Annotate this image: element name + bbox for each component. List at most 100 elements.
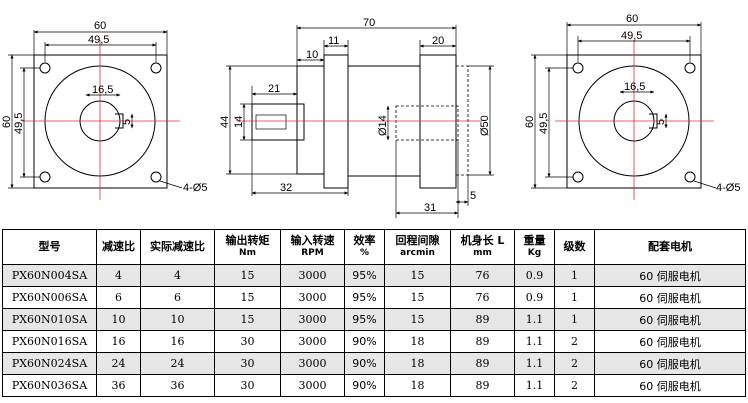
column-header: 效率% [344, 229, 385, 265]
front-view-left: 60 49,5 60 49,5 16,5 5 4-Ø5 [1, 20, 207, 200]
flange-outline [33, 54, 168, 189]
column-header-label: 减速比 [102, 240, 135, 253]
column-header-label: 实际减速比 [150, 240, 205, 253]
technical-drawing: 60 49,5 60 49,5 16,5 5 4-Ø5 [1, 13, 740, 218]
table-cell: 60 伺服电机 [594, 264, 746, 287]
column-header-unit: Nm [239, 248, 256, 258]
column-header-label: 效率 [353, 234, 376, 247]
table-cell: 90% [344, 374, 385, 397]
table-cell: 2 [554, 330, 595, 353]
table-cell: 0.9 [514, 286, 555, 309]
table-cell: 60 伺服电机 [594, 286, 746, 309]
column-header: 配套电机 [594, 229, 746, 265]
dim-total-length: 70 [363, 17, 375, 29]
table-cell: 16 [96, 330, 141, 353]
dim-bore: 16,5 [92, 84, 113, 96]
column-header-label: 回程间隙 [395, 234, 440, 247]
column-header-unit: mm [473, 248, 492, 258]
mount-hole [572, 62, 584, 74]
holes-label: 4-Ø5 [716, 182, 740, 194]
table-cell: 0.9 [514, 264, 555, 287]
table-cell: 18 [384, 352, 451, 375]
mount-hole [572, 171, 584, 183]
dim-pilot: 44 [219, 116, 231, 128]
table-cell: 95% [344, 264, 385, 287]
mount-hole [150, 62, 162, 74]
table-cell: 3000 [280, 264, 345, 287]
dim-body-dia: Ø50 [479, 115, 491, 136]
table-cell: 15 [384, 308, 451, 331]
table-cell: 2 [554, 374, 595, 397]
column-header-unit: RPM [301, 248, 324, 258]
table-cell: 24 [140, 352, 215, 375]
column-header-label: 机身长 L [460, 234, 505, 247]
table-cell: 89 [450, 374, 515, 397]
dim-width-bolt: 49,5 [88, 34, 109, 46]
table-cell: 60 伺服电机 [594, 374, 746, 397]
table-cell: 2 [554, 352, 595, 375]
column-header-unit: Kg [527, 248, 542, 258]
table-cell: 1 [554, 308, 595, 331]
column-header-unit: arcmin [400, 248, 435, 258]
column-header: 型号 [2, 229, 97, 265]
column-header-label: 配套电机 [648, 240, 692, 253]
table-cell: 24 [96, 352, 141, 375]
column-header-label: 输出转矩 [225, 234, 270, 247]
mount-hole [684, 171, 696, 183]
table-cell: 15 [384, 264, 451, 287]
dim-motor-len: 31 [424, 202, 436, 214]
column-header: 级数 [554, 229, 595, 265]
front-view-right: 60 49,5 60 49,5 16,5 5 4-Ø5 [524, 13, 740, 200]
table-cell: 76 [450, 286, 515, 309]
mount-hole [150, 171, 162, 183]
output-shaft [251, 103, 305, 141]
column-header-label: 重量 [523, 234, 546, 247]
table-cell: 95% [344, 286, 385, 309]
dim-overall-shaft: 32 [280, 182, 292, 194]
table-cell: 30 [214, 352, 281, 375]
motor-spigot-hidden [455, 65, 469, 176]
table-cell: 1.1 [514, 352, 555, 375]
table-cell: PX60N024SA [2, 352, 97, 375]
table-cell: 3000 [280, 374, 345, 397]
table-cell: 15 [214, 286, 281, 309]
table-cell: 1 [554, 286, 595, 309]
table-cell: 60 伺服电机 [594, 352, 746, 375]
table-cell: 89 [450, 308, 515, 331]
table-cell: 90% [344, 352, 385, 375]
table-cell: 1.1 [514, 330, 555, 353]
table-cell: 30 [214, 374, 281, 397]
dim-height-bolt: 49,5 [538, 113, 550, 134]
table-cell: 60 伺服电机 [594, 330, 746, 353]
dim-shaft-len: 21 [268, 83, 280, 95]
column-header-label: 型号 [38, 240, 61, 253]
table-cell: 3000 [280, 330, 345, 353]
table-cell: PX60N010SA [2, 308, 97, 331]
column-header-unit: % [359, 248, 370, 258]
table-cell: 1 [554, 264, 595, 287]
table-cell: 95% [344, 308, 385, 331]
dim-shoulder: 11 [328, 35, 339, 47]
table-cell: 15 [214, 308, 281, 331]
table-cell: 89 [450, 330, 515, 353]
table-cell: 4 [140, 264, 215, 287]
mount-hole [39, 62, 51, 74]
side-view: 70 11 10 20 21 44 14 Ø14 Ø50 32 [219, 17, 494, 218]
table-cell: 6 [140, 286, 215, 309]
table-cell: 1.1 [514, 308, 555, 331]
mount-hole [684, 62, 696, 74]
column-header: 实际减速比 [140, 229, 215, 265]
table-cell: 89 [450, 352, 515, 375]
dim-flange-thk: 10 [306, 49, 318, 61]
dim-key: 5 [655, 119, 667, 125]
